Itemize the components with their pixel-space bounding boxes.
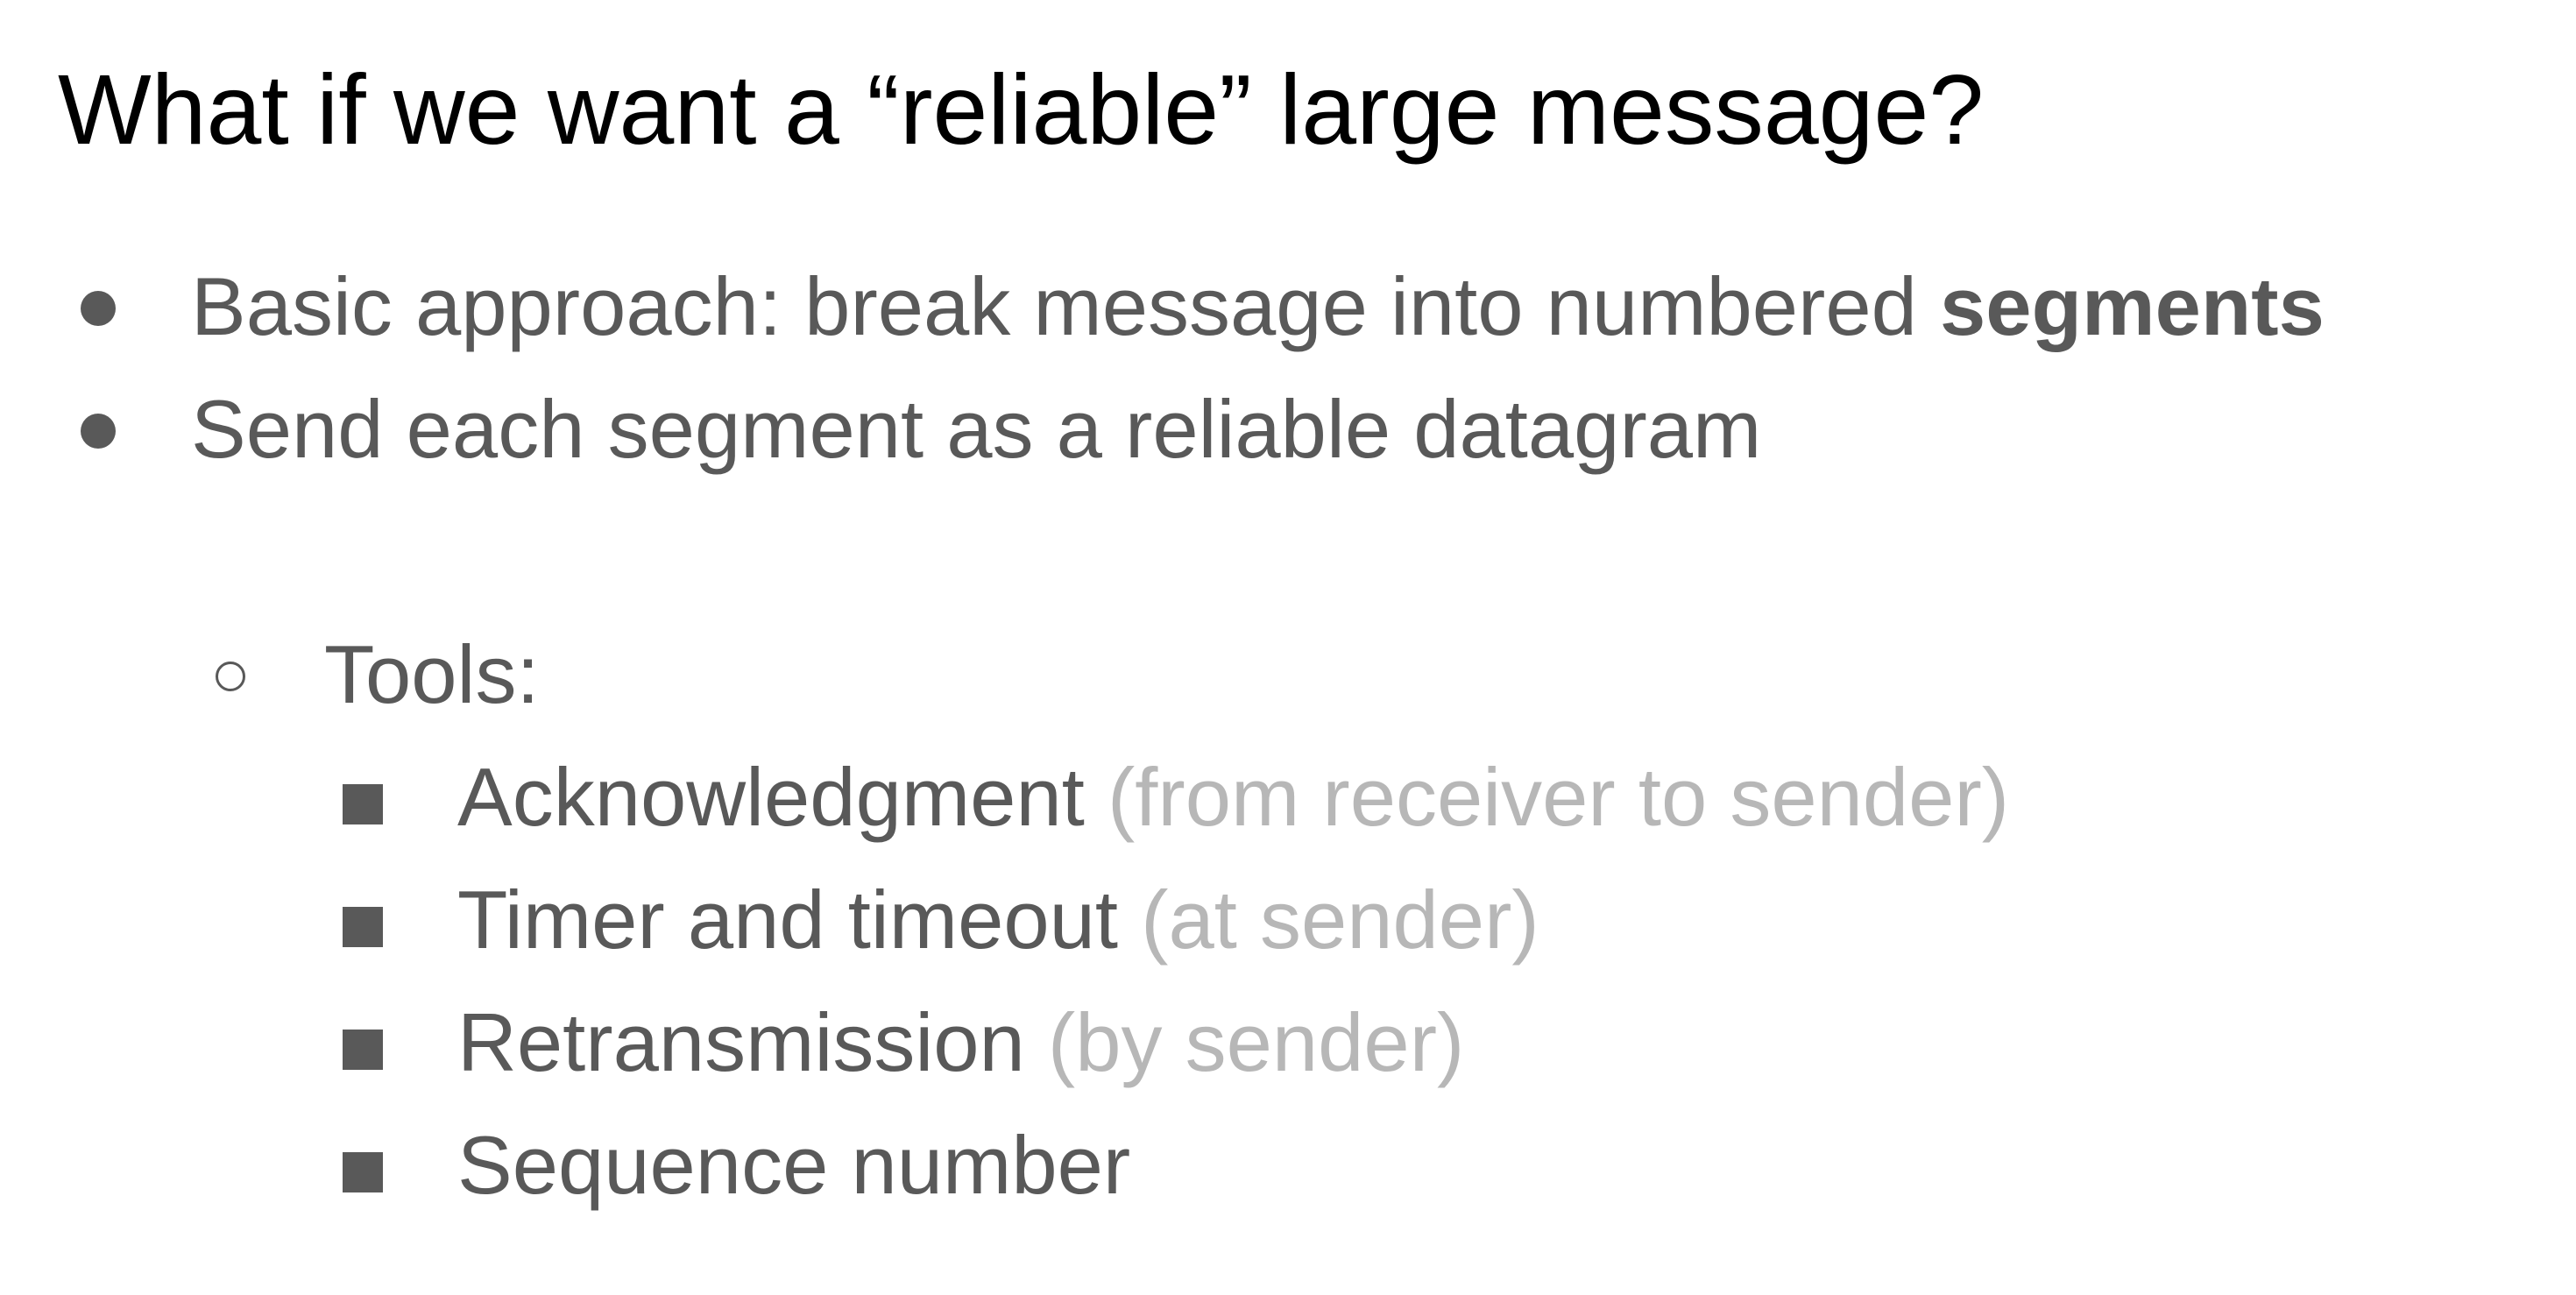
tool-label: Timer and timeout bbox=[457, 874, 1119, 966]
tool-item: Retransmission (by sender) bbox=[0, 990, 2576, 1095]
bullet-item: Basic approach: break message into numbe… bbox=[0, 254, 2576, 359]
bullet-text: Basic approach: break message into numbe… bbox=[191, 254, 2325, 359]
tool-label: Retransmission bbox=[457, 996, 1025, 1088]
sub-bullet-text: Tools: bbox=[324, 628, 540, 720]
sub-bullet-item: Tools: bbox=[0, 622, 2576, 727]
tool-text: Timer and timeout (at sender) bbox=[457, 867, 1539, 973]
filled-square-bullet-icon bbox=[343, 784, 383, 824]
tool-item: Acknowledgment (from receiver to sender) bbox=[0, 745, 2576, 850]
hollow-circle-bullet-icon bbox=[216, 662, 245, 691]
tool-note: (at sender) bbox=[1141, 874, 1539, 966]
tool-text: Acknowledgment (from receiver to sender) bbox=[457, 745, 2009, 850]
tool-item: Sequence number bbox=[0, 1113, 2576, 1218]
filled-circle-bullet-icon bbox=[81, 414, 116, 449]
bullet-item: Send each segment as a reliable datagram bbox=[0, 377, 2576, 482]
bullet-text-main: Basic approach: break message into numbe… bbox=[191, 260, 1941, 352]
bullet-text-bold: segments bbox=[1940, 260, 2325, 352]
filled-circle-bullet-icon bbox=[81, 291, 116, 326]
tool-text: Retransmission (by sender) bbox=[457, 990, 1464, 1095]
tool-text: Sequence number bbox=[457, 1113, 1130, 1218]
tool-note: (from receiver to sender) bbox=[1107, 751, 2010, 843]
tool-label: Sequence number bbox=[457, 1119, 1131, 1211]
tool-label: Acknowledgment bbox=[457, 751, 1085, 843]
slide-title: What if we want a “reliable” large messa… bbox=[58, 54, 1985, 165]
filled-square-bullet-icon bbox=[343, 907, 383, 947]
tool-note: (by sender) bbox=[1047, 996, 1465, 1088]
filled-square-bullet-icon bbox=[343, 1152, 383, 1192]
tool-item: Timer and timeout (at sender) bbox=[0, 867, 2576, 973]
bullet-text: Send each segment as a reliable datagram bbox=[191, 383, 1762, 475]
filled-square-bullet-icon bbox=[343, 1030, 383, 1070]
